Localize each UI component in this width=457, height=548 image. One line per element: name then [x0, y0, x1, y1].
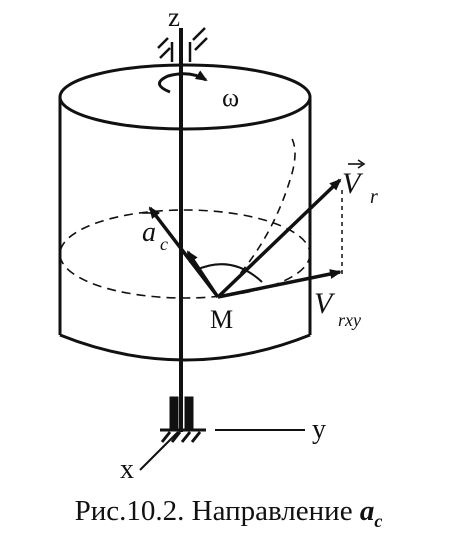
section-ellipse — [59, 209, 311, 299]
angle-arc — [195, 263, 263, 283]
label-y: y — [312, 414, 326, 445]
label-omega: ω — [222, 83, 239, 112]
svg-text:a: a — [142, 217, 156, 248]
svg-text:rxy: rxy — [338, 310, 361, 330]
svg-text:V: V — [342, 167, 364, 200]
caption-text: Рис.10.2. Направление — [74, 495, 360, 527]
x-axis — [139, 431, 179, 471]
cylinder — [58, 63, 312, 362]
svg-text:r: r — [370, 186, 378, 208]
figure-caption: Рис.10.2. Направление ac — [0, 495, 457, 532]
svg-text:c: c — [160, 234, 168, 254]
label-vr: V r — [342, 159, 378, 208]
radius-line — [186, 250, 220, 298]
bottom-bearing — [160, 396, 206, 443]
trajectory-dashed — [221, 134, 296, 295]
rotation-arrow — [158, 70, 208, 94]
label-z: z — [168, 2, 180, 32]
vector-vr — [216, 178, 342, 299]
caption-symbol: ac — [359, 495, 383, 531]
label-ac: a c — [142, 208, 168, 254]
svg-text:V: V — [314, 287, 336, 320]
label-x: x — [120, 454, 134, 485]
vector-vrxy — [217, 269, 342, 299]
label-m: M — [210, 305, 233, 334]
top-bearing — [157, 27, 208, 62]
label-vrxy: V rxy — [314, 287, 361, 330]
